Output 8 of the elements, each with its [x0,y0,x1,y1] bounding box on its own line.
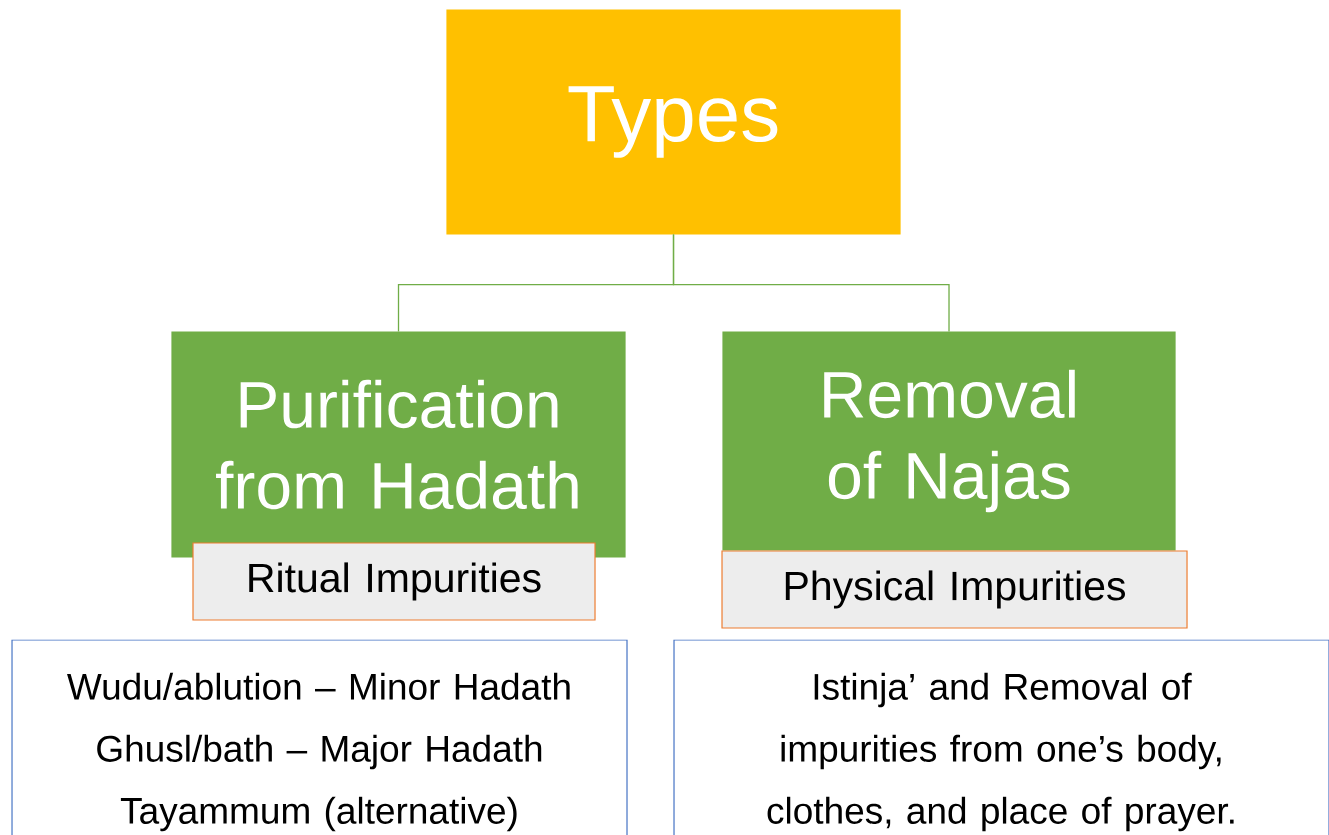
title-box: Types [446,9,901,235]
category-box: Removal of Najas [722,331,1176,551]
description-box: Wudu/ablution – Minor Hadath Ghusl/bath – Major Hadath Tayammum (alternative) [11,639,628,835]
subtitle-box: Ritual Impurities [192,542,596,621]
connector-line [672,233,950,333]
description-box: Istinja’ and Removal of impurities from one’s body, clothes, and place of prayer. [673,639,1329,835]
subtitle-box: Physical Impurities [721,550,1188,629]
category-box: Purification from Hadath [171,331,626,558]
